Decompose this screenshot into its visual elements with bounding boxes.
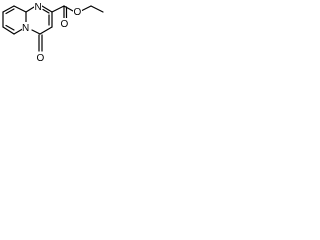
bond bbox=[80, 5, 92, 12]
bond bbox=[31, 29, 41, 35]
atom-n-top: N bbox=[35, 2, 42, 13]
atom-o-ester-ether: O bbox=[74, 7, 82, 18]
bond bbox=[90, 5, 104, 13]
atom-n-fused: N bbox=[22, 23, 29, 34]
atom-o-ester-carbonyl: O bbox=[61, 19, 69, 30]
molecule-diagram: N N O O O bbox=[2, 1, 104, 64]
bond-lines bbox=[2, 5, 104, 52]
bond bbox=[51, 5, 65, 13]
bond bbox=[13, 5, 27, 13]
bond bbox=[39, 26, 53, 35]
bond bbox=[41, 5, 53, 13]
bond-double-inner bbox=[5, 8, 15, 15]
atom-o-ring-carbonyl: O bbox=[37, 53, 45, 64]
bond bbox=[25, 6, 35, 13]
bond-double-inner bbox=[5, 24, 15, 31]
atom-labels: N N O O O bbox=[22, 1, 82, 64]
bond bbox=[63, 5, 74, 12]
bond bbox=[2, 5, 15, 13]
bond bbox=[2, 26, 15, 35]
bond-double-inner bbox=[42, 8, 50, 14]
